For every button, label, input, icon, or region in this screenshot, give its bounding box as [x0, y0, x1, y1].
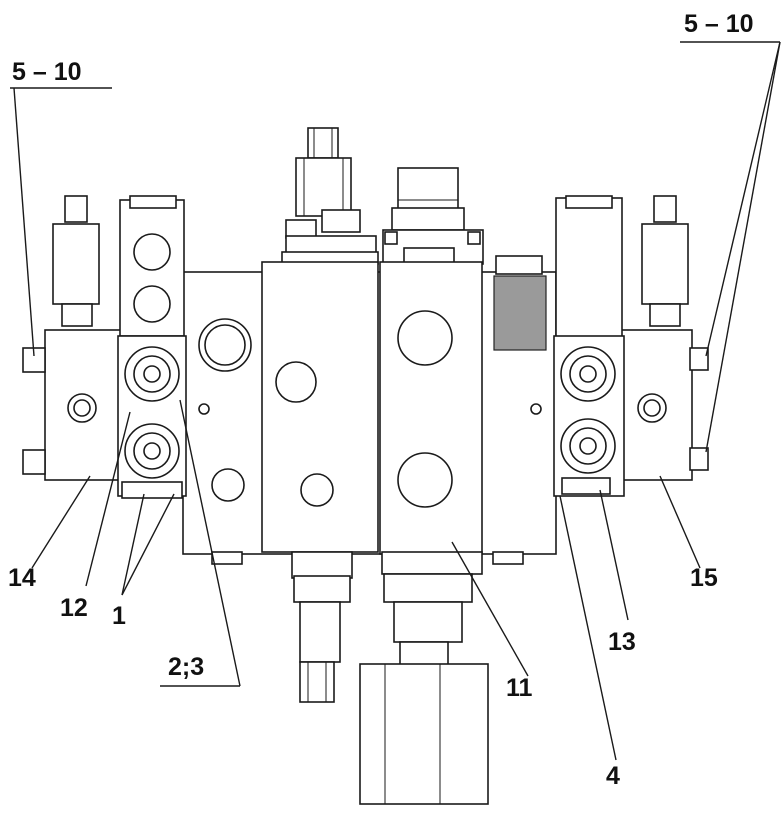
callout-13: 13: [608, 628, 636, 656]
callout-15: 15: [690, 564, 718, 592]
callout-1: 1: [112, 602, 126, 630]
callout-4: 4: [606, 762, 620, 790]
center-left-block: [261, 127, 379, 553]
callout-2-3: 2;3: [168, 653, 205, 681]
nameplate: [493, 255, 547, 351]
right-valve-assembly: [553, 195, 709, 497]
motor: [359, 551, 489, 805]
callout-12: 12: [60, 594, 88, 622]
callout-11: 11: [506, 674, 533, 702]
callout-5-10-left: 5 – 10: [12, 58, 82, 86]
left-valve-assembly: [22, 195, 187, 499]
leader-lines: [13, 41, 781, 761]
callout-14: 14: [8, 564, 36, 592]
center-right-block: [379, 167, 484, 555]
bottom-fitting: [291, 551, 353, 703]
callout-5-10-right: 5 – 10: [684, 10, 754, 38]
